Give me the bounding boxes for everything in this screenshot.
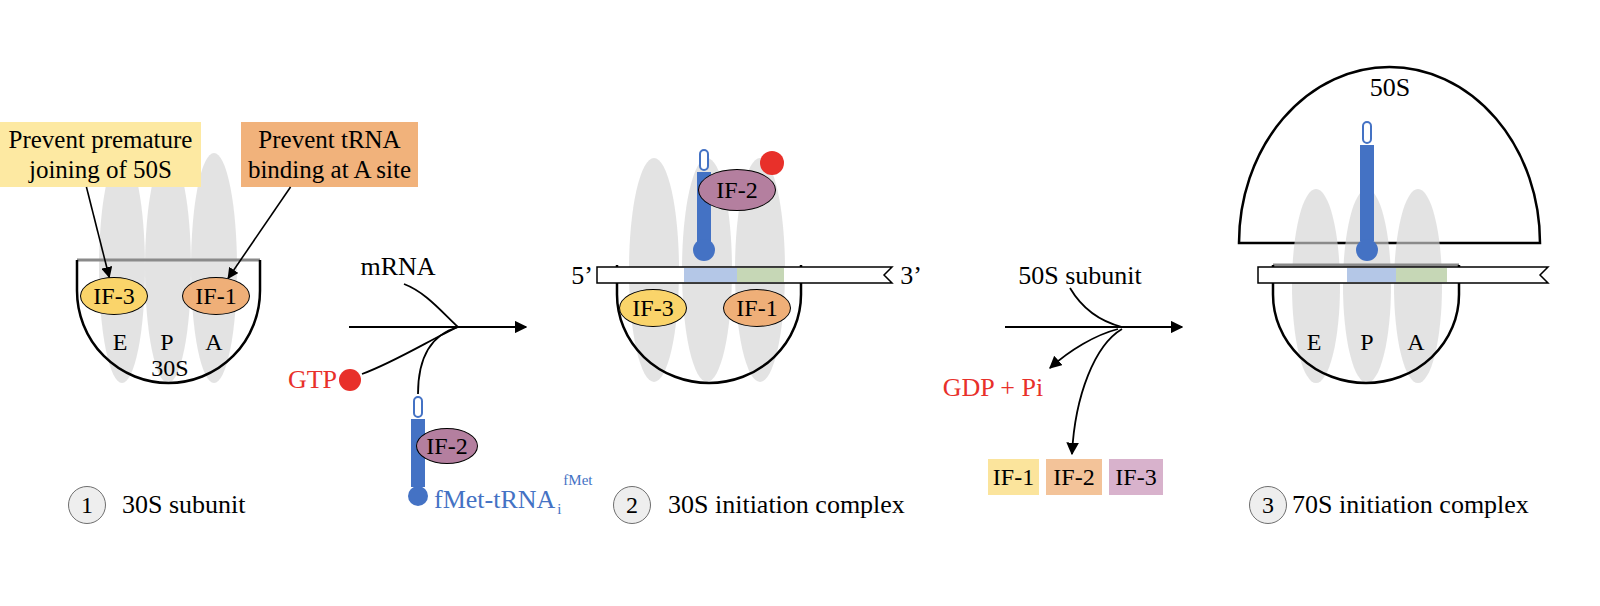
node-label: 2: [626, 493, 638, 517]
trna-stem: [697, 172, 711, 242]
large-subunit: 50S: [1238, 66, 1541, 243]
input-curve: [418, 327, 458, 394]
mrna-strip: [597, 267, 892, 283]
reaction-arrow: [349, 326, 526, 328]
callout-text: Prevent tRNA binding at A site: [241, 125, 418, 185]
step-number: 1: [68, 486, 106, 524]
trna-anticodon-tip: [700, 150, 708, 170]
trna-anticodon-tip: [1363, 122, 1371, 143]
trna-methionine: [1356, 239, 1378, 261]
trna-stem: [1360, 145, 1374, 241]
node-label: IF-1: [993, 465, 1034, 489]
a-site-codon: [737, 268, 784, 282]
site-label: A: [1407, 330, 1424, 354]
factor-oval: IF-2: [698, 169, 776, 211]
callout-box: Prevent premature joining of 50S: [0, 122, 201, 187]
released-factor: IF-2: [1046, 459, 1102, 495]
input-label: GTP: [288, 367, 337, 393]
site-label: 30S: [151, 356, 188, 380]
subunit-body: [1273, 265, 1459, 383]
node-label: 1: [81, 493, 93, 517]
step-number: 2: [613, 486, 651, 524]
trna-stem: [411, 419, 425, 487]
site-label: E: [1307, 330, 1322, 354]
trna-methionine: [408, 486, 428, 506]
trna-label: fMet-tRNA: [434, 487, 555, 513]
small-subunit: EPA: [1273, 265, 1459, 383]
site-ellipse: [99, 153, 145, 383]
site-label: E: [113, 330, 128, 354]
node-label: IF-3: [93, 284, 134, 308]
subunit-outline: [1273, 265, 1459, 383]
input-label: mRNA: [360, 254, 435, 280]
p-site-codon: [684, 268, 737, 282]
released-factor: IF-1: [988, 459, 1039, 495]
node-label: IF-3: [632, 296, 673, 320]
gtp-dot: [339, 369, 361, 391]
small-subunit-outline: [617, 265, 801, 383]
callout-text: Prevent premature joining of 50S: [0, 125, 201, 185]
node-label: IF-2: [1053, 465, 1094, 489]
input-curve: [404, 284, 458, 327]
mrna-strip: [1258, 267, 1548, 283]
site-ellipse: [191, 153, 237, 383]
node-label: IF-2: [426, 434, 467, 458]
gtp-dot: [760, 151, 784, 175]
subunit-rim: [1273, 264, 1459, 267]
trna-subscript: i: [557, 502, 561, 517]
callout-arrow: [228, 187, 290, 278]
step-caption: 30S initiation complex: [668, 492, 905, 518]
factor-oval: IF-2: [416, 428, 478, 464]
step-caption: 70S initiation complex: [1292, 492, 1529, 518]
mrna-end: 3’: [900, 263, 922, 289]
site-label: P: [1360, 330, 1373, 354]
factor-oval: IF-1: [723, 289, 791, 327]
site-label: 50S: [1370, 75, 1410, 101]
trna-anticodon-tip: [414, 397, 422, 417]
trna-methionine: [693, 239, 715, 261]
input-curve: [1070, 288, 1122, 327]
subunit-body: [1239, 67, 1540, 243]
small-subunit: E P A 30S IF-3 IF-1: [77, 260, 260, 383]
factor-oval: IF-1: [182, 277, 250, 315]
released-factor: IF-3: [1109, 459, 1163, 495]
node-label: IF-1: [736, 296, 777, 320]
reaction-arrow: [1005, 326, 1182, 328]
site-ellipse: [145, 153, 191, 383]
a-site-codon: [1396, 268, 1447, 282]
node-label: IF-3: [1115, 465, 1156, 489]
site-label: A: [205, 330, 222, 354]
node-label: IF-2: [716, 178, 757, 202]
reaction-1: [349, 284, 526, 394]
callout-arrow: [86, 187, 109, 277]
input-curve: [362, 327, 458, 374]
site-ellipse: [629, 158, 679, 382]
mrna-end: 5’: [571, 263, 593, 289]
output-label: GDP + Pi: [943, 375, 1043, 401]
trna-superscript: fMet: [563, 473, 592, 488]
subunit-rim: [77, 259, 260, 262]
factor-oval: IF-3: [619, 289, 687, 327]
site-label: P: [160, 330, 173, 354]
step-number: 3: [1249, 486, 1287, 524]
node-label: 3: [1262, 493, 1274, 517]
output-curve: [1072, 329, 1122, 454]
node-label: IF-1: [195, 284, 236, 308]
p-site-codon: [1347, 268, 1396, 282]
input-label: 50S subunit: [1018, 263, 1142, 289]
reaction-2: [1005, 288, 1182, 454]
step-caption: 30S subunit: [122, 492, 246, 518]
subunit-body: [77, 260, 260, 383]
factor-oval: IF-3: [80, 277, 148, 315]
output-curve: [1050, 329, 1118, 368]
site-group: [99, 153, 1442, 383]
callout-box: Prevent tRNA binding at A site: [241, 122, 418, 187]
